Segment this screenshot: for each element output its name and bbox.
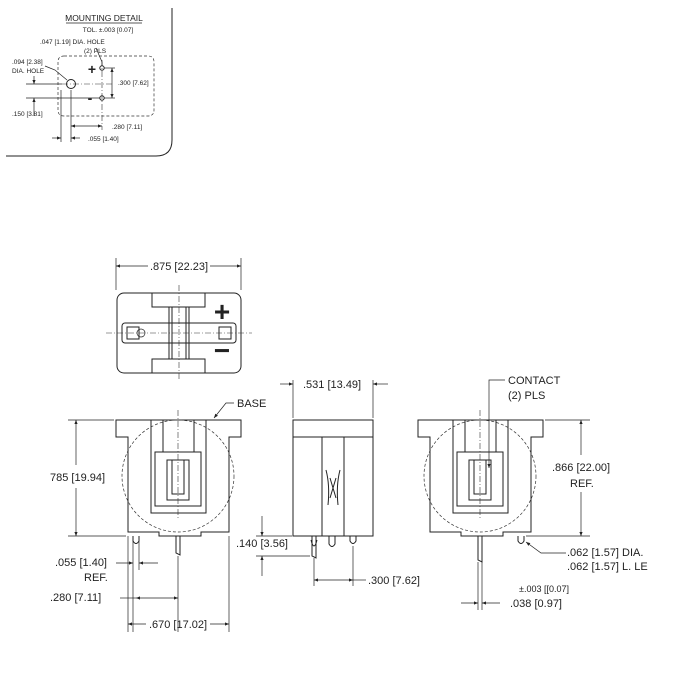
side-view: .531 [13.49] .140 [3.56] .300 [7.62] [236,379,420,587]
dim-pin-pitch: .300 [7.62] [368,575,420,587]
side-view-body [292,419,374,537]
right-view-body [417,419,544,537]
pin-dia-callout: .062 [1.57] DIA. [567,547,643,559]
dim-pin-spacing: .280 [7.11] [50,592,101,604]
small-hole-count: (2) PLS [84,48,107,55]
top-minus: − [214,335,230,366]
front-view: BASE 785 [19.94] .055 [1.40] REF. .280 [… [50,398,266,632]
mounting-detail-tolerance: TOL. ±.003 [0.07] [83,27,134,34]
big-hole-leader [44,65,68,81]
dim-pin-offset-ref: REF. [84,572,108,584]
dim-small-x: .055 [1.40] [88,136,119,143]
dim-offset-y: .150 [3.81] [12,111,43,118]
dim-offset-x: .280 [7.11] [112,124,142,131]
right-view: CONTACT (2) PLS .866 [22.00] REF. .062 [… [417,375,648,610]
dim-side-depth: .531 [13.49] [303,379,361,391]
dim-pin-offset: .055 [1.40] [55,557,107,569]
dim-pin-thickness: .038 [0.97] [510,598,562,610]
contact-count: (2) PLS [508,390,545,402]
dim-right-height: .866 [22.00] [552,462,610,474]
big-hole-label: DIA. HOLE [12,68,45,75]
dim-pin-tolerance: ±.003 [[0.07] [519,584,569,594]
contact-clip [168,306,190,360]
mounting-detail: MOUNTING DETAIL TOL. ±.003 [0.07] .047 [… [6,8,173,157]
dim-body-width: .670 [17.02] [149,619,207,631]
dim-front-height: 785 [19.94] [50,472,105,484]
big-hole-callout: .094 [2.38] [12,59,43,66]
contact-label: CONTACT [508,375,561,387]
pin-length-callout: .062 [1.57] L. LE [567,561,648,573]
small-hole-leader [95,47,103,66]
front-dashed-circle [121,419,235,533]
contact-strip [121,322,237,344]
dim-right-height-ref: REF. [570,478,594,490]
mounting-plus: + [88,61,96,77]
front-view-body [115,419,242,537]
mounting-detail-frame [6,8,173,157]
top-view: .875 [22.23] + − [106,258,252,380]
dim-vertical-pitch: .300 [7.62] [118,80,149,87]
mounting-outline [57,55,155,117]
right-dashed-circle [423,419,537,533]
dim-pin-length: .140 [3.56] [236,538,288,550]
top-plus: + [214,296,230,327]
dim-top-width: .875 [22.23] [150,261,208,273]
base-label: BASE [237,398,266,410]
mounting-detail-title: MOUNTING DETAIL [65,13,143,23]
small-hole-callout: .047 [1.19] DIA. HOLE [40,39,105,46]
